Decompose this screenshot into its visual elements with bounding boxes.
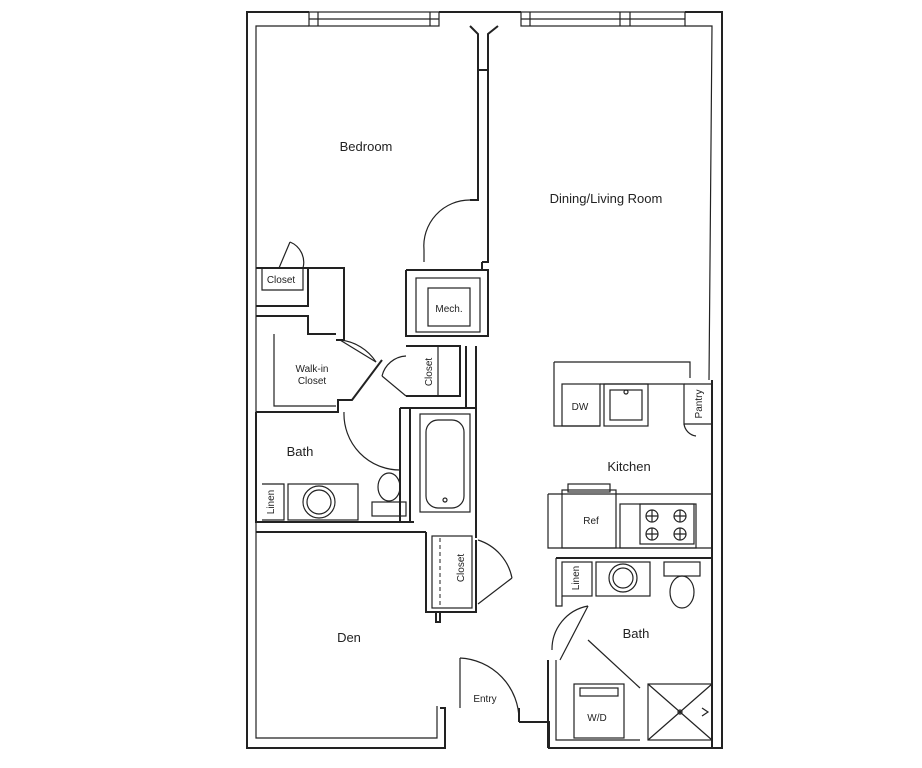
label-pantry: Pantry [694, 390, 705, 419]
label-kitchen: Kitchen [607, 459, 650, 474]
door-swing-hall-closet [381, 355, 407, 377]
door-swing-bath-1 [343, 411, 401, 471]
door-swing-bath-2 [551, 605, 589, 651]
mech-area [405, 262, 489, 337]
label-closet-bedroom: Closet [267, 275, 296, 286]
label-linen-1: Linen [266, 490, 277, 514]
label-dw: DW [572, 402, 589, 413]
label-walk-in-2: Closet [298, 376, 327, 387]
wall-bedroom-living [423, 25, 499, 263]
exterior-walls [246, 11, 723, 749]
label-den: Den [337, 630, 361, 645]
label-ref: Ref [583, 516, 599, 527]
label-bath-2: Bath [623, 626, 650, 641]
label-entry: Entry [473, 694, 496, 705]
door-swing-closet [289, 241, 305, 269]
label-linen-2: Linen [571, 566, 582, 590]
door-swing-bedroom [423, 199, 471, 251]
bath-2 [547, 380, 713, 748]
label-bedroom: Bedroom [340, 139, 393, 154]
label-closet-den: Closet [456, 554, 467, 583]
door-swing-walkin [339, 339, 377, 363]
window-bedroom [308, 11, 440, 27]
label-dining-living: Dining/Living Room [550, 191, 663, 206]
entry-door [459, 657, 520, 722]
den-closet [256, 531, 513, 623]
door-swing-entry [459, 657, 520, 721]
window-living [520, 11, 686, 27]
label-wd: W/D [587, 713, 606, 724]
kitchen [547, 361, 713, 549]
burner-icons [645, 509, 687, 541]
bath-1 [255, 407, 477, 538]
door-swing-pantry [683, 423, 697, 437]
label-mech: Mech. [435, 304, 462, 315]
label-bath-1: Bath [287, 444, 314, 459]
label-walk-in-1: Walk-in [296, 364, 329, 375]
bedroom-closet-area [256, 241, 383, 413]
label-closet-hall: Closet [424, 358, 435, 387]
door-swing-den-closet [477, 539, 513, 579]
